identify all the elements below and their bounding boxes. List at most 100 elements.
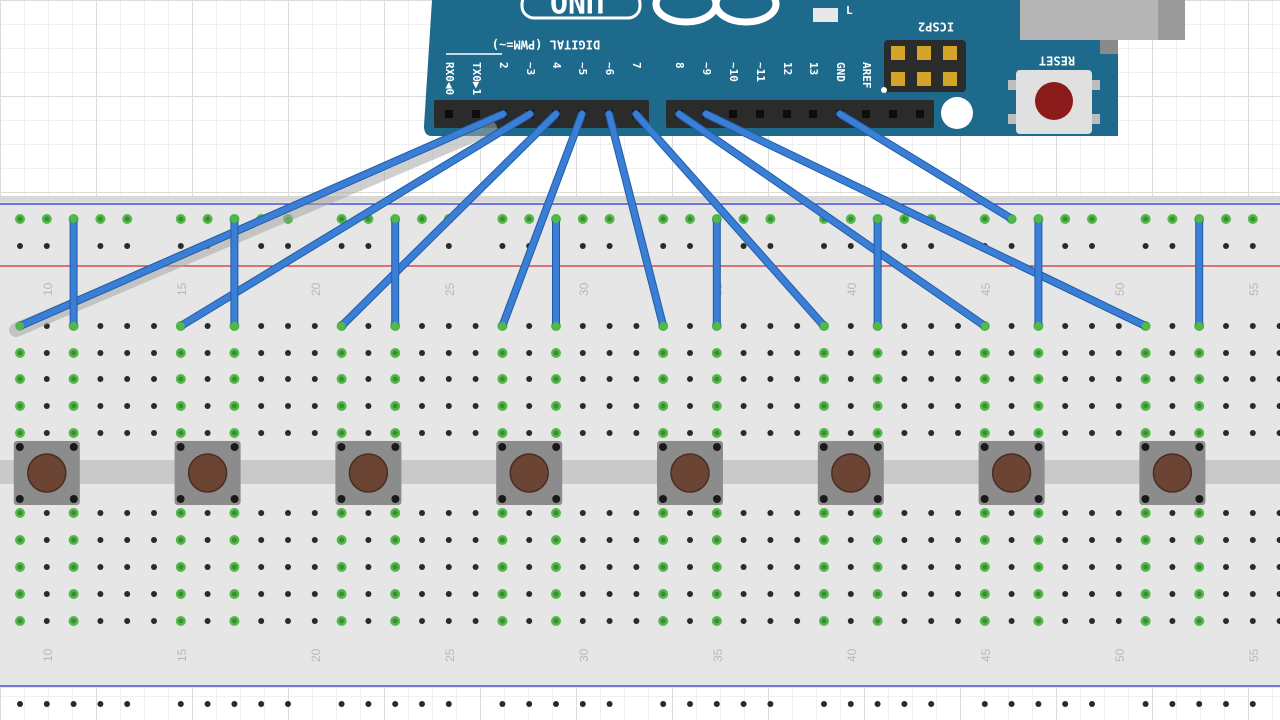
breadboard-hole-center — [231, 350, 237, 356]
breadboard-hole — [526, 510, 533, 516]
breadboard-hole-center — [392, 376, 398, 382]
wire-pin-7[interactable] — [633, 111, 827, 329]
breadboard-hole-center — [1196, 537, 1202, 543]
pushbutton-6[interactable] — [817, 441, 884, 505]
breadboard-hole — [419, 403, 425, 409]
pushbutton-8[interactable] — [1139, 441, 1206, 505]
pin-label-6: ~6 — [603, 62, 616, 76]
column-number: 50 — [1113, 282, 1127, 296]
breadboard-hole — [17, 243, 23, 249]
breadboard-hole — [17, 701, 23, 707]
breadboard-hole — [1089, 564, 1095, 570]
wire-pin-4[interactable] — [338, 111, 559, 329]
wire-end-icon — [230, 215, 239, 223]
breadboard-hole — [1062, 376, 1069, 382]
breadboard-hole — [1196, 701, 1203, 707]
breadboard-hole-center — [1196, 403, 1202, 409]
breadboard-hole — [472, 350, 479, 356]
breadboard-hole — [955, 564, 961, 570]
wire-end-icon — [980, 322, 989, 330]
wire-pin-6[interactable] — [606, 111, 667, 329]
breadboard-hole-center — [821, 510, 827, 516]
wire-pin-3[interactable] — [177, 111, 533, 329]
breadboard-hole — [526, 376, 533, 382]
breadboard-hole — [285, 350, 291, 356]
breadboard-hole — [579, 243, 586, 249]
breadboard-hole — [445, 591, 452, 597]
breadboard-hole — [1169, 430, 1176, 436]
breadboard-hole-center — [1196, 564, 1202, 570]
breadboard-hole — [43, 564, 50, 570]
breadboard-hole — [633, 591, 640, 597]
breadboard-hole — [1223, 403, 1229, 409]
pushbutton-2[interactable] — [174, 441, 241, 505]
breadboard-hole — [204, 618, 211, 624]
breadboard-hole-center — [205, 216, 211, 222]
breadboard-hole — [97, 350, 104, 356]
breadboard-hole-center — [553, 537, 559, 543]
reset-button[interactable] — [1008, 70, 1100, 134]
wire-pin-5[interactable] — [499, 111, 585, 329]
breadboard-hole — [1089, 701, 1095, 707]
breadboard-hole — [740, 350, 747, 356]
breadboard-hole — [1169, 323, 1176, 329]
breadboard-hole-center — [875, 350, 881, 356]
pushbutton-corner — [713, 443, 721, 451]
breadboard-hole-center — [553, 376, 559, 382]
breadboard-hole — [794, 564, 801, 570]
breadboard-hole — [1115, 430, 1122, 436]
breadboard-hole — [1169, 618, 1176, 624]
breadboard-hole — [579, 564, 586, 570]
breadboard-hole — [955, 510, 961, 516]
breadboard-hole-center — [1143, 376, 1149, 382]
breadboard-hole — [687, 403, 693, 409]
pushbutton-5[interactable] — [657, 441, 723, 505]
breadboard-hole — [499, 701, 506, 707]
wire-end-icon — [873, 322, 882, 330]
breadboard-hole — [847, 376, 854, 382]
pin-label-12: 12 — [781, 62, 794, 75]
breadboard-hole-center — [499, 591, 505, 597]
breadboard-hole — [633, 564, 640, 570]
breadboard-hole — [553, 701, 559, 707]
breadboard-hole-center — [821, 591, 827, 597]
pushbutton-4[interactable] — [496, 441, 563, 505]
breadboard-hole — [1276, 618, 1280, 624]
breadboard-hole-center — [499, 537, 505, 543]
column-number: 20 — [309, 282, 323, 296]
breadboard-hole — [1249, 564, 1256, 570]
wire-end-icon — [1034, 215, 1043, 223]
breadboard-hole-center — [1196, 591, 1202, 597]
pushbutton-corner — [980, 443, 989, 451]
breadboard-hole-center — [875, 430, 881, 436]
breadboard-hole — [311, 591, 318, 597]
breadboard-hole — [311, 350, 318, 356]
breadboard-hole — [1115, 403, 1122, 409]
wire-end-icon — [712, 322, 721, 330]
breadboard-hole — [1223, 350, 1229, 356]
pushbutton-corner — [176, 495, 185, 503]
breadboard-hole — [606, 243, 613, 249]
pushbutton-3[interactable] — [335, 441, 402, 505]
pushbutton-1[interactable] — [13, 441, 80, 505]
breadboard-hole — [1062, 403, 1069, 409]
wire-pin-9[interactable] — [703, 111, 1149, 329]
breadboard-hole — [1223, 243, 1229, 249]
breadboard-hole-center — [499, 376, 505, 382]
breadboard-hole-center — [1143, 510, 1149, 516]
breadboard-hole — [43, 618, 50, 624]
pushbutton-7[interactable] — [978, 441, 1045, 505]
breadboard-hole — [124, 323, 131, 329]
wire-pin-8[interactable] — [676, 111, 988, 329]
pushbutton-corner — [659, 495, 667, 503]
breadboard-hole-center — [1035, 403, 1041, 409]
breadboard-hole — [472, 323, 479, 329]
breadboard-hole — [767, 591, 774, 597]
wire-gnd[interactable] — [837, 111, 1015, 222]
breadboard-hole — [419, 564, 425, 570]
breadboard-hole — [204, 430, 211, 436]
breadboard-hole — [1008, 618, 1015, 624]
breadboard-hole — [1249, 510, 1256, 516]
breadboard-hole — [499, 243, 506, 249]
wire-pin-2[interactable] — [17, 111, 506, 329]
